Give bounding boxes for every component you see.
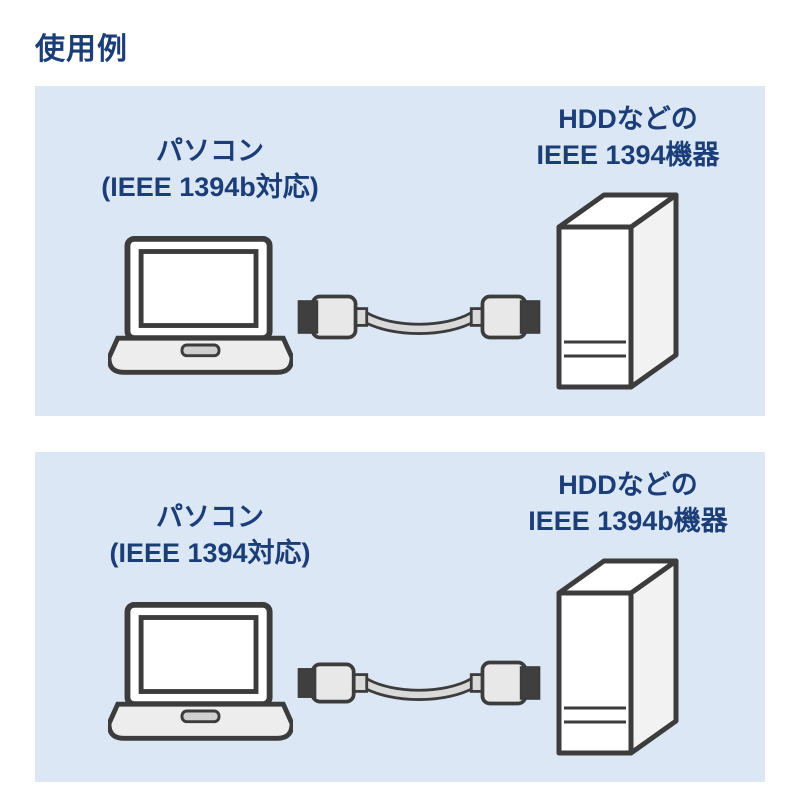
page-title: 使用例 xyxy=(35,33,128,66)
cable-right-connector-plug xyxy=(519,666,541,700)
hdd-icon xyxy=(556,558,679,756)
device-label-line2: IEEE 1394機器 xyxy=(536,139,720,170)
pc-label-line2: (IEEE 1394b対応) xyxy=(101,171,319,202)
hdd-front-face xyxy=(556,590,634,756)
pc-label: パソコン (IEEE 1394対応) xyxy=(45,500,375,572)
laptop-screen xyxy=(138,249,259,328)
usage-panel-1: パソコン (IEEE 1394b対応) HDDなどの IEEE 1394機器 xyxy=(35,86,765,416)
cable-right-connector-body xyxy=(480,660,528,706)
cable-wire xyxy=(363,314,475,333)
device-label-line1: HDDなどの xyxy=(558,104,698,134)
usage-panel-2: パソコン (IEEE 1394対応) HDDなどの IEEE 1394b機器 xyxy=(35,452,765,782)
device-label: HDDなどの IEEE 1394機器 xyxy=(478,102,778,174)
hdd-front-face xyxy=(556,224,634,390)
pc-label-line2: (IEEE 1394対応) xyxy=(109,537,311,568)
cable-right-connector-body xyxy=(480,294,528,340)
laptop-touchpad xyxy=(180,709,221,724)
cable-left-connector-plug xyxy=(297,668,317,698)
pc-label: パソコン (IEEE 1394b対応) xyxy=(45,134,375,206)
cable-left-connector-body xyxy=(310,294,358,340)
cable-left-connector-plug xyxy=(297,300,319,334)
pc-label-line1: パソコン xyxy=(156,502,264,532)
laptop-icon xyxy=(108,601,293,741)
hdd-icon xyxy=(556,192,679,390)
device-label: HDDなどの IEEE 1394b機器 xyxy=(478,468,778,540)
laptop-screen xyxy=(138,615,259,694)
pc-label-line1: パソコン xyxy=(156,136,264,166)
cable-wire xyxy=(363,680,475,699)
laptop-touchpad xyxy=(180,343,221,358)
laptop-icon xyxy=(108,235,293,375)
device-label-line2: IEEE 1394b機器 xyxy=(528,505,728,536)
device-label-line1: HDDなどの xyxy=(558,470,698,500)
firewire-cable-icon xyxy=(297,294,541,340)
cable-right-connector-plug xyxy=(519,300,541,334)
cable-left-connector-body xyxy=(310,662,356,704)
firewire-cable-icon xyxy=(297,660,541,706)
